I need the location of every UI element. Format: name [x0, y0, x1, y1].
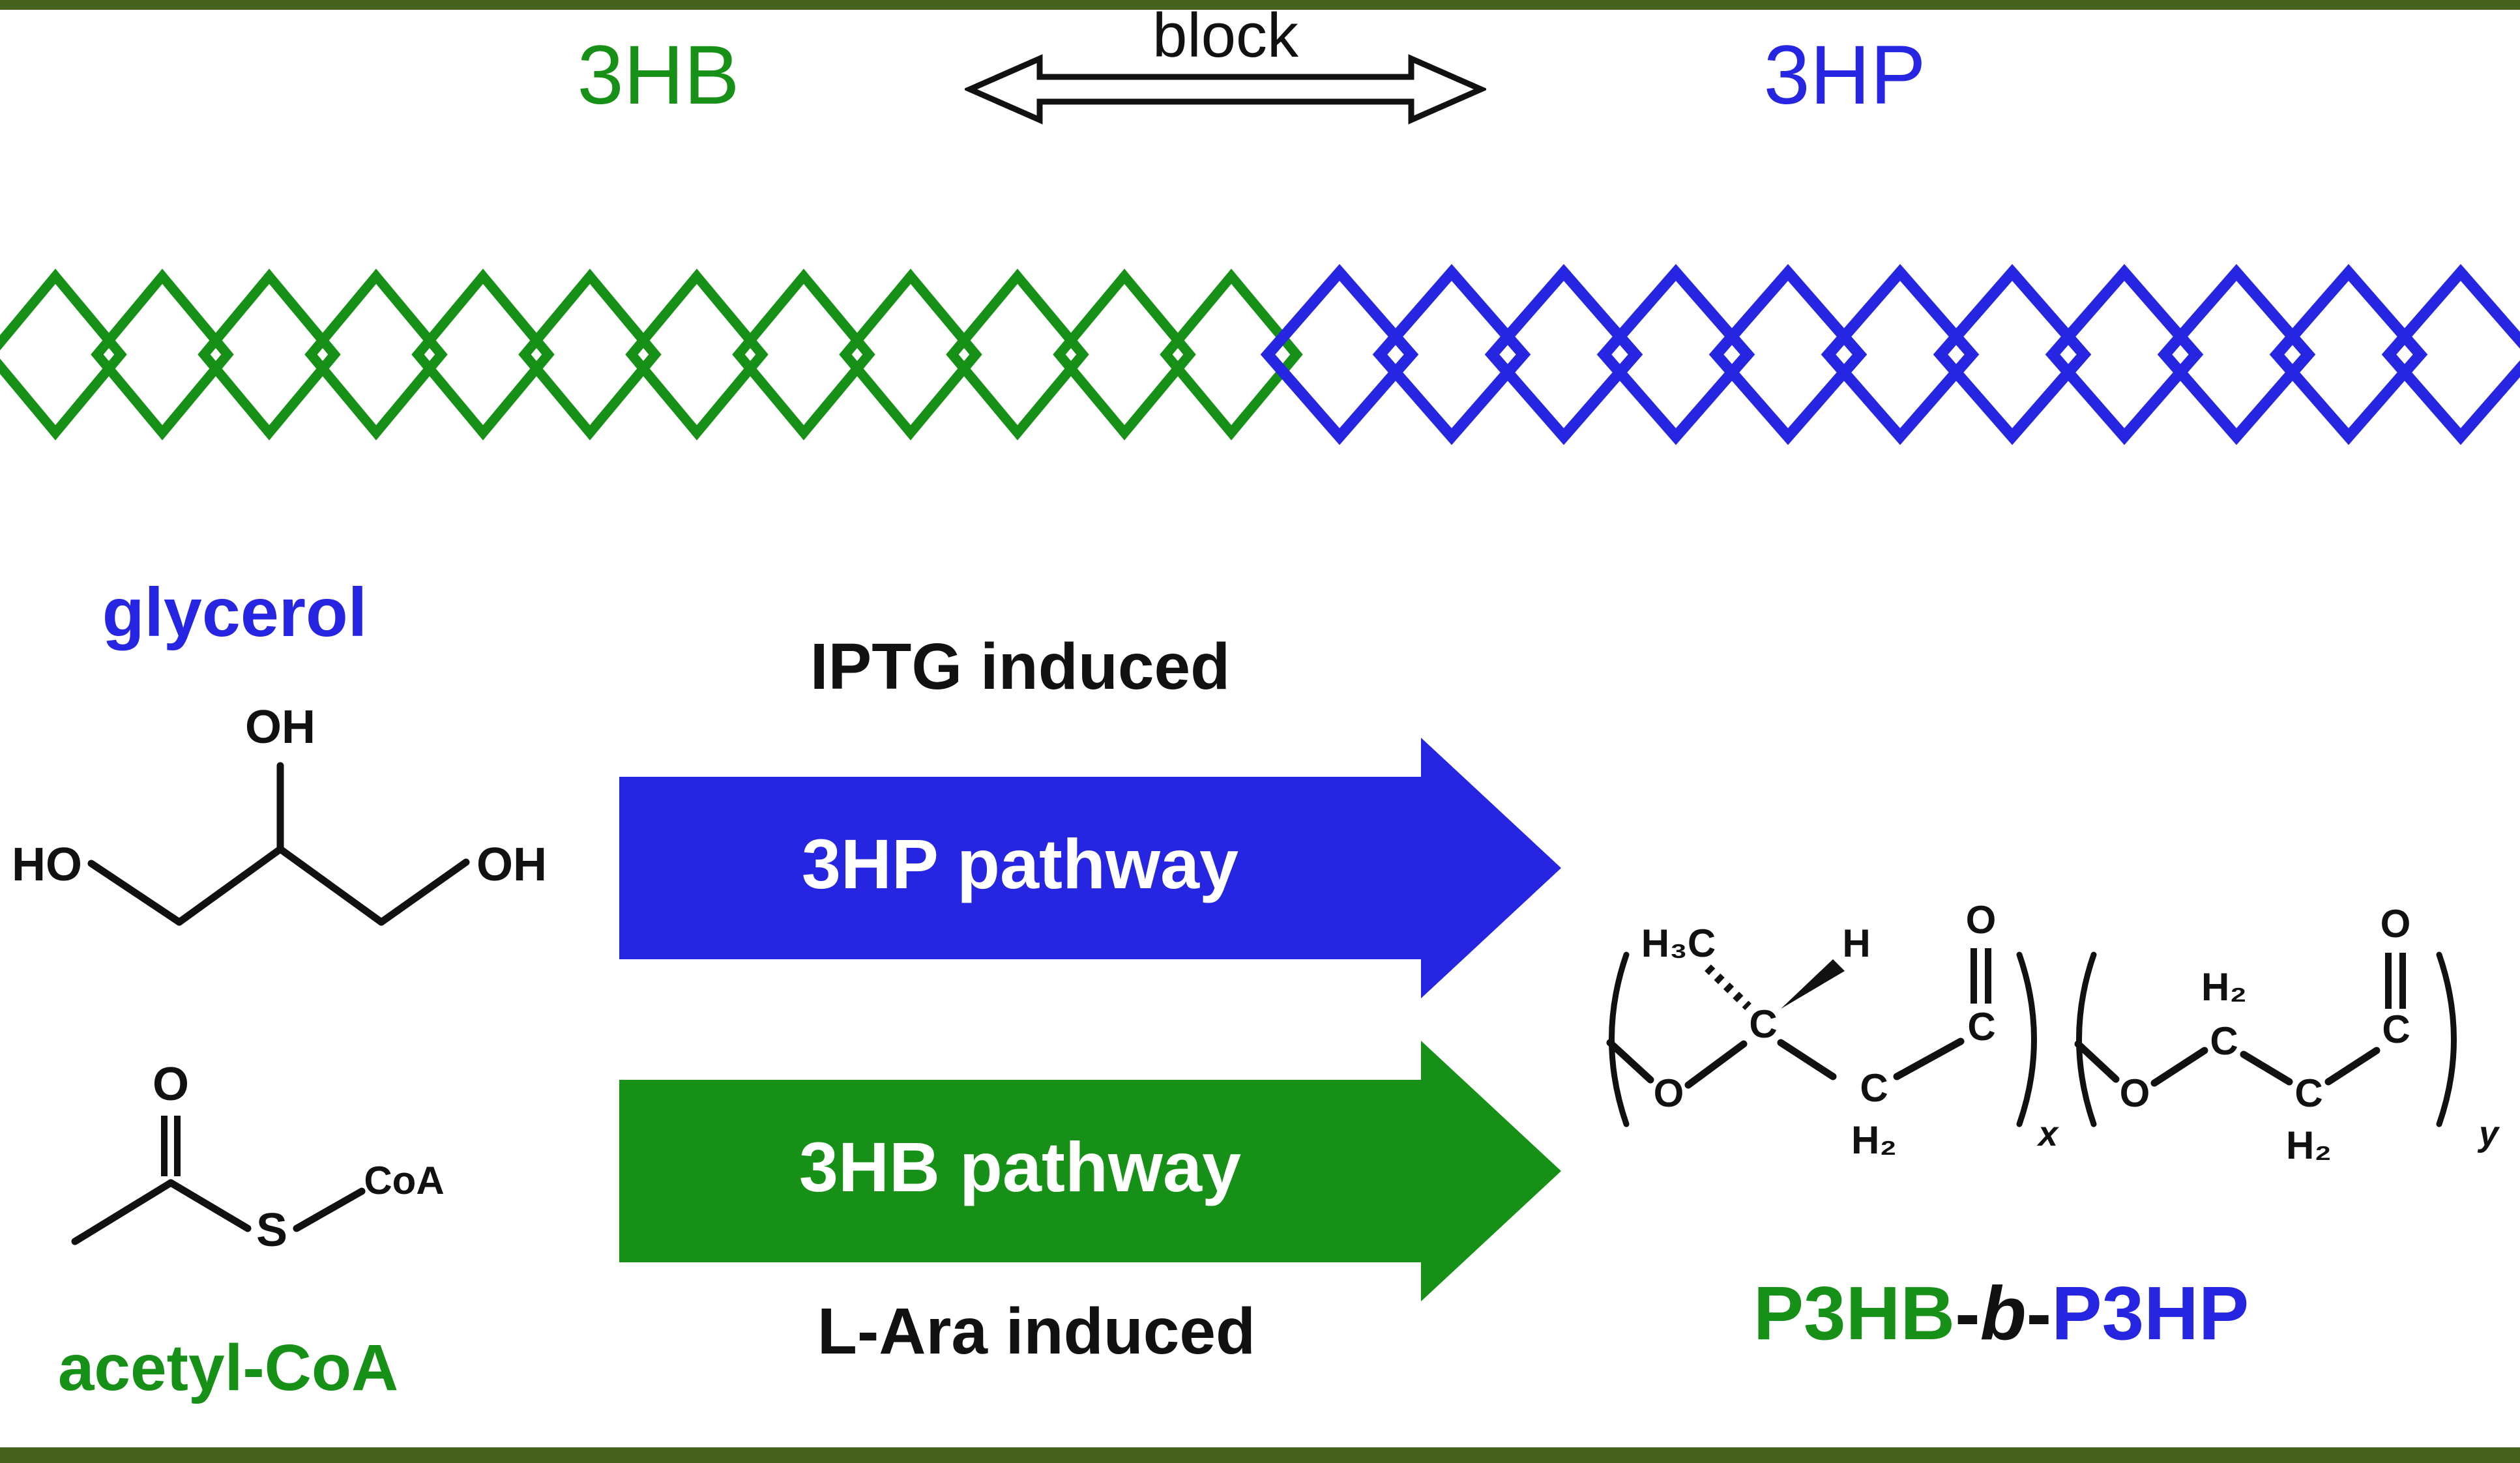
- carbonyl-carbon-2: C: [2382, 1007, 2410, 1051]
- ring-oxygen-1: O: [1654, 1071, 1684, 1115]
- carbonyl-oxygen-2: O: [2381, 902, 2411, 946]
- methylene-h2-1: H₂: [1851, 1118, 1897, 1162]
- chain-diamond-green: [946, 268, 1089, 441]
- frame-top-bar: [0, 0, 2520, 10]
- carbonyl-oxygen-1: O: [1966, 898, 1997, 942]
- lara-induced-label: L-Ara induced: [817, 1295, 1256, 1368]
- chain-diamond-blue: [1372, 264, 1531, 445]
- chain-diamond-blue: [1596, 264, 1755, 445]
- product-b: b: [1980, 1271, 2027, 1355]
- chain-diamond-blue: [1821, 264, 1980, 445]
- methylene-carbon-3: C: [2294, 1071, 2322, 1115]
- chain-diamond-blue: [2381, 264, 2520, 445]
- chain-diamond-blue: [1933, 264, 2092, 445]
- subscript-x: x: [2036, 1114, 2059, 1153]
- chain-diamond-green: [304, 268, 448, 441]
- stereo-h: H: [1842, 921, 1870, 965]
- product-dash-1: -: [1955, 1271, 1980, 1355]
- stereo-carbon: C: [1749, 1002, 1777, 1046]
- h3c-group: H₃C: [1641, 921, 1716, 965]
- acetyl-s-atom: S: [256, 1204, 287, 1256]
- chain-diamond-blue: [1484, 264, 1643, 445]
- ring-oxygen-2: O: [2120, 1071, 2150, 1115]
- chain-diamond-green: [91, 268, 234, 441]
- chain-diamond-green: [839, 268, 982, 441]
- chain-diamond-green: [625, 268, 769, 441]
- glycerol-oh-right: OH: [476, 839, 547, 891]
- chain-diamond-blue: [2157, 264, 2316, 445]
- chain-diamond-green: [518, 268, 662, 441]
- methylene-carbon-1: C: [1860, 1066, 1888, 1110]
- product-p3hb: P3HB: [1753, 1271, 1956, 1355]
- product-dash-2: -: [2026, 1271, 2052, 1355]
- block-label: block: [1152, 1, 1299, 70]
- copolymer-structure: H₃C C H O C H₂ C O x O C H₂ C H₂ C O y: [1606, 898, 2500, 1167]
- diamond-chain: [0, 264, 2520, 445]
- chain-diamond-green: [1053, 268, 1196, 441]
- chain-diamond-green: [411, 268, 555, 441]
- glycerol-structure: OH HO OH: [12, 701, 547, 926]
- subscript-y: y: [2477, 1114, 2500, 1153]
- chain-diamond-blue: [2045, 264, 2204, 445]
- acetyl-coa-label: acetyl-CoA: [57, 1331, 399, 1404]
- methylene-h2-3: H₂: [2286, 1123, 2332, 1167]
- glycerol-label: glycerol: [102, 574, 368, 651]
- chain-diamond-green: [732, 268, 875, 441]
- monomer-label-3hp: 3HP: [1763, 29, 1926, 122]
- chain-diamond-blue: [1708, 264, 1868, 445]
- carbonyl-carbon-1: C: [1967, 1005, 1995, 1049]
- acetyl-coa-structure: O S CoA: [71, 1058, 445, 1256]
- methylene-carbon-2: C: [2210, 1019, 2238, 1063]
- methylene-h2-2: H₂: [2201, 965, 2247, 1009]
- product-name: P3HB-b-P3HP: [1656, 1269, 2347, 1357]
- glycerol-oh-top: OH: [245, 701, 315, 753]
- hb-pathway-label: 3HB pathway: [798, 1127, 1242, 1206]
- hp-pathway-arrow: [619, 738, 1561, 998]
- monomer-label-3hb: 3HB: [577, 29, 740, 122]
- acetyl-coa-group: CoA: [364, 1159, 444, 1202]
- acetyl-o-atom: O: [153, 1058, 189, 1110]
- chain-diamond-green: [0, 268, 127, 441]
- product-p3hp: P3HP: [2051, 1271, 2249, 1355]
- chain-diamond-green: [198, 268, 341, 441]
- chain-diamond-green: [1160, 268, 1303, 441]
- chain-diamond-blue: [2269, 264, 2428, 445]
- hp-pathway-label: 3HP pathway: [801, 824, 1239, 903]
- iptg-induced-label: IPTG induced: [810, 630, 1231, 703]
- frame-bottom-bar: [0, 1447, 2520, 1463]
- glycerol-ho-left: HO: [12, 839, 82, 891]
- block-double-arrow-icon: [965, 54, 1486, 124]
- hb-pathway-arrow: [619, 1041, 1561, 1301]
- chain-diamond-blue: [1260, 264, 1419, 445]
